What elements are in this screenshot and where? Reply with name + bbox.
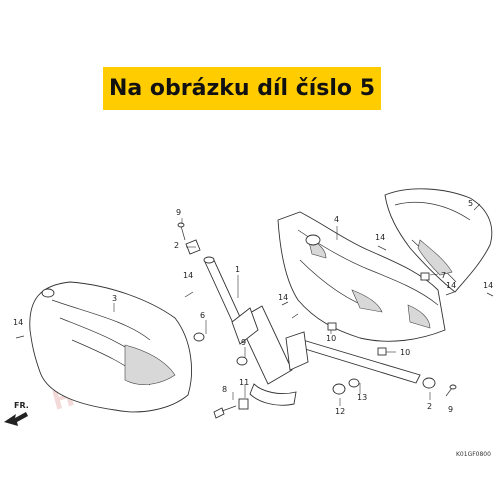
callout-2: 2 bbox=[174, 241, 179, 250]
front-cover-part-3 bbox=[29, 281, 192, 413]
leader-lines bbox=[113, 203, 481, 406]
callout-1: 1 bbox=[235, 265, 240, 274]
callout-13: 12 bbox=[335, 407, 345, 416]
callout-14: 14 bbox=[13, 318, 23, 327]
direction-label: FR. bbox=[14, 401, 29, 410]
callout-14: 14 bbox=[446, 281, 456, 290]
callout-14: 14 bbox=[375, 233, 385, 242]
handlebar-part-1 bbox=[203, 256, 421, 406]
callout-9: 9 bbox=[176, 208, 181, 217]
callout-11: 13 bbox=[357, 393, 367, 402]
callout-4: 4 bbox=[334, 215, 339, 224]
callout-14: 14 bbox=[183, 271, 193, 280]
callout-6: 6 bbox=[200, 311, 205, 320]
visor-part-5 bbox=[384, 188, 493, 293]
banner-text: Na obrázku díl číslo 5 bbox=[108, 76, 376, 101]
callout-7: 8 bbox=[222, 385, 227, 394]
callout-labels: 9 2 1 14 3 14 6 4 5 14 7 14 14 14 10 10 … bbox=[13, 199, 493, 416]
figure-code: K01GF0800 bbox=[456, 451, 491, 458]
part-number-banner: Na obrázku díl číslo 5 bbox=[103, 67, 381, 110]
callout-9: 9 bbox=[448, 405, 453, 414]
callout-10: 10 bbox=[400, 348, 410, 357]
callout-14: 14 bbox=[278, 293, 288, 302]
callout-8: 7 bbox=[441, 271, 446, 280]
callout-6: 9 bbox=[241, 338, 246, 347]
callout-12: 11 bbox=[239, 378, 249, 387]
callout-3: 3 bbox=[112, 294, 117, 303]
front-direction-arrow: FR. bbox=[4, 401, 29, 426]
callout-10: 10 bbox=[326, 334, 336, 343]
callout-2: 2 bbox=[427, 402, 432, 411]
rear-inner-cover-part-4 bbox=[277, 211, 446, 342]
callout-14: 14 bbox=[483, 281, 493, 290]
callout-5: 5 bbox=[468, 199, 473, 208]
